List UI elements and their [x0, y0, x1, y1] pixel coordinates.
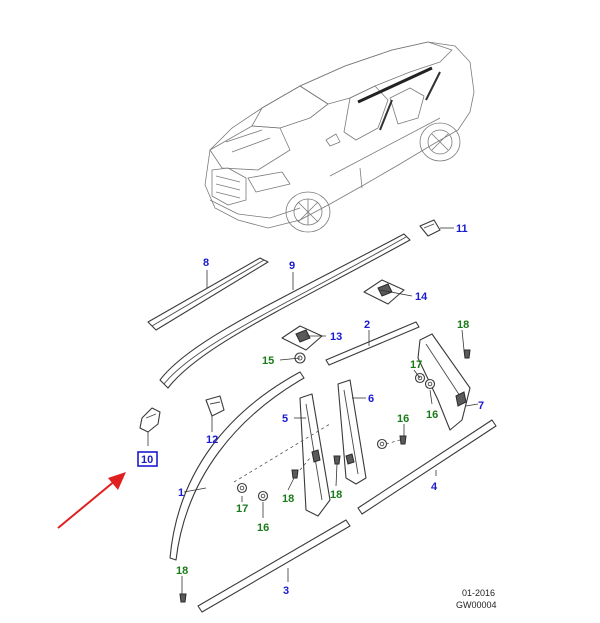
callout-11[interactable]: 11: [456, 223, 468, 235]
part-10-clip: [139, 407, 161, 446]
part-5-pillar-applique: [299, 393, 331, 517]
part-1-pillar-molding: [169, 371, 305, 561]
callout-18-c[interactable]: 18: [330, 489, 342, 501]
part-7-c-pillar-applique: [417, 333, 471, 431]
callout-labels: 1 2 3 4 5 6 7 8 9 10 11 12 13 14 15 16 1…: [137, 223, 484, 597]
callout-6[interactable]: 6: [368, 393, 374, 405]
pointer-arrow: [57, 472, 126, 529]
diagram-footer: 01-2016 GW00004: [456, 588, 497, 610]
part-9-roof-molding: [159, 233, 411, 389]
callout-2[interactable]: 2: [364, 319, 370, 331]
callout-13[interactable]: 13: [330, 331, 342, 343]
callout-12[interactable]: 12: [206, 434, 218, 446]
fastener-group: [179, 349, 471, 603]
callout-10[interactable]: 10: [141, 454, 153, 466]
part-6-pillar-applique: [337, 379, 367, 485]
callout-18-b[interactable]: 18: [282, 493, 294, 505]
callout-5[interactable]: 5: [282, 413, 288, 425]
vehicle-illustration: [204, 41, 475, 233]
footer-code: GW00004: [456, 600, 497, 610]
part-2-door-strip: [325, 321, 420, 366]
callout-9[interactable]: 9: [289, 260, 295, 272]
part-14-clip: [363, 279, 405, 305]
callout-18-a[interactable]: 18: [457, 319, 469, 331]
callout-18-d[interactable]: 18: [176, 565, 188, 577]
callout-10-box: [137, 451, 158, 467]
callout-16-c[interactable]: 16: [257, 522, 269, 534]
part-8-roof-strip-front: [147, 257, 269, 331]
leader-lines: [181, 227, 479, 594]
callout-7[interactable]: 7: [478, 400, 484, 412]
callout-1[interactable]: 1: [178, 487, 184, 499]
part-12-bracket: [205, 395, 225, 417]
callout-3[interactable]: 3: [283, 585, 289, 597]
callout-17-a[interactable]: 17: [410, 359, 422, 371]
callout-17-b[interactable]: 17: [236, 503, 248, 515]
assembly-lines: [233, 423, 401, 483]
callout-16-a[interactable]: 16: [397, 413, 409, 425]
part-3-sill-strip: [197, 519, 351, 613]
part-11-end-cap: [419, 219, 441, 237]
callout-16-b[interactable]: 16: [426, 409, 438, 421]
callout-15[interactable]: 15: [262, 355, 274, 367]
callout-8[interactable]: 8: [203, 257, 209, 269]
part-13-clip: [281, 325, 323, 351]
callout-4[interactable]: 4: [431, 481, 438, 493]
footer-date: 01-2016: [462, 588, 495, 598]
callout-14[interactable]: 14: [415, 291, 428, 303]
part-4-lower-strip: [357, 419, 497, 515]
